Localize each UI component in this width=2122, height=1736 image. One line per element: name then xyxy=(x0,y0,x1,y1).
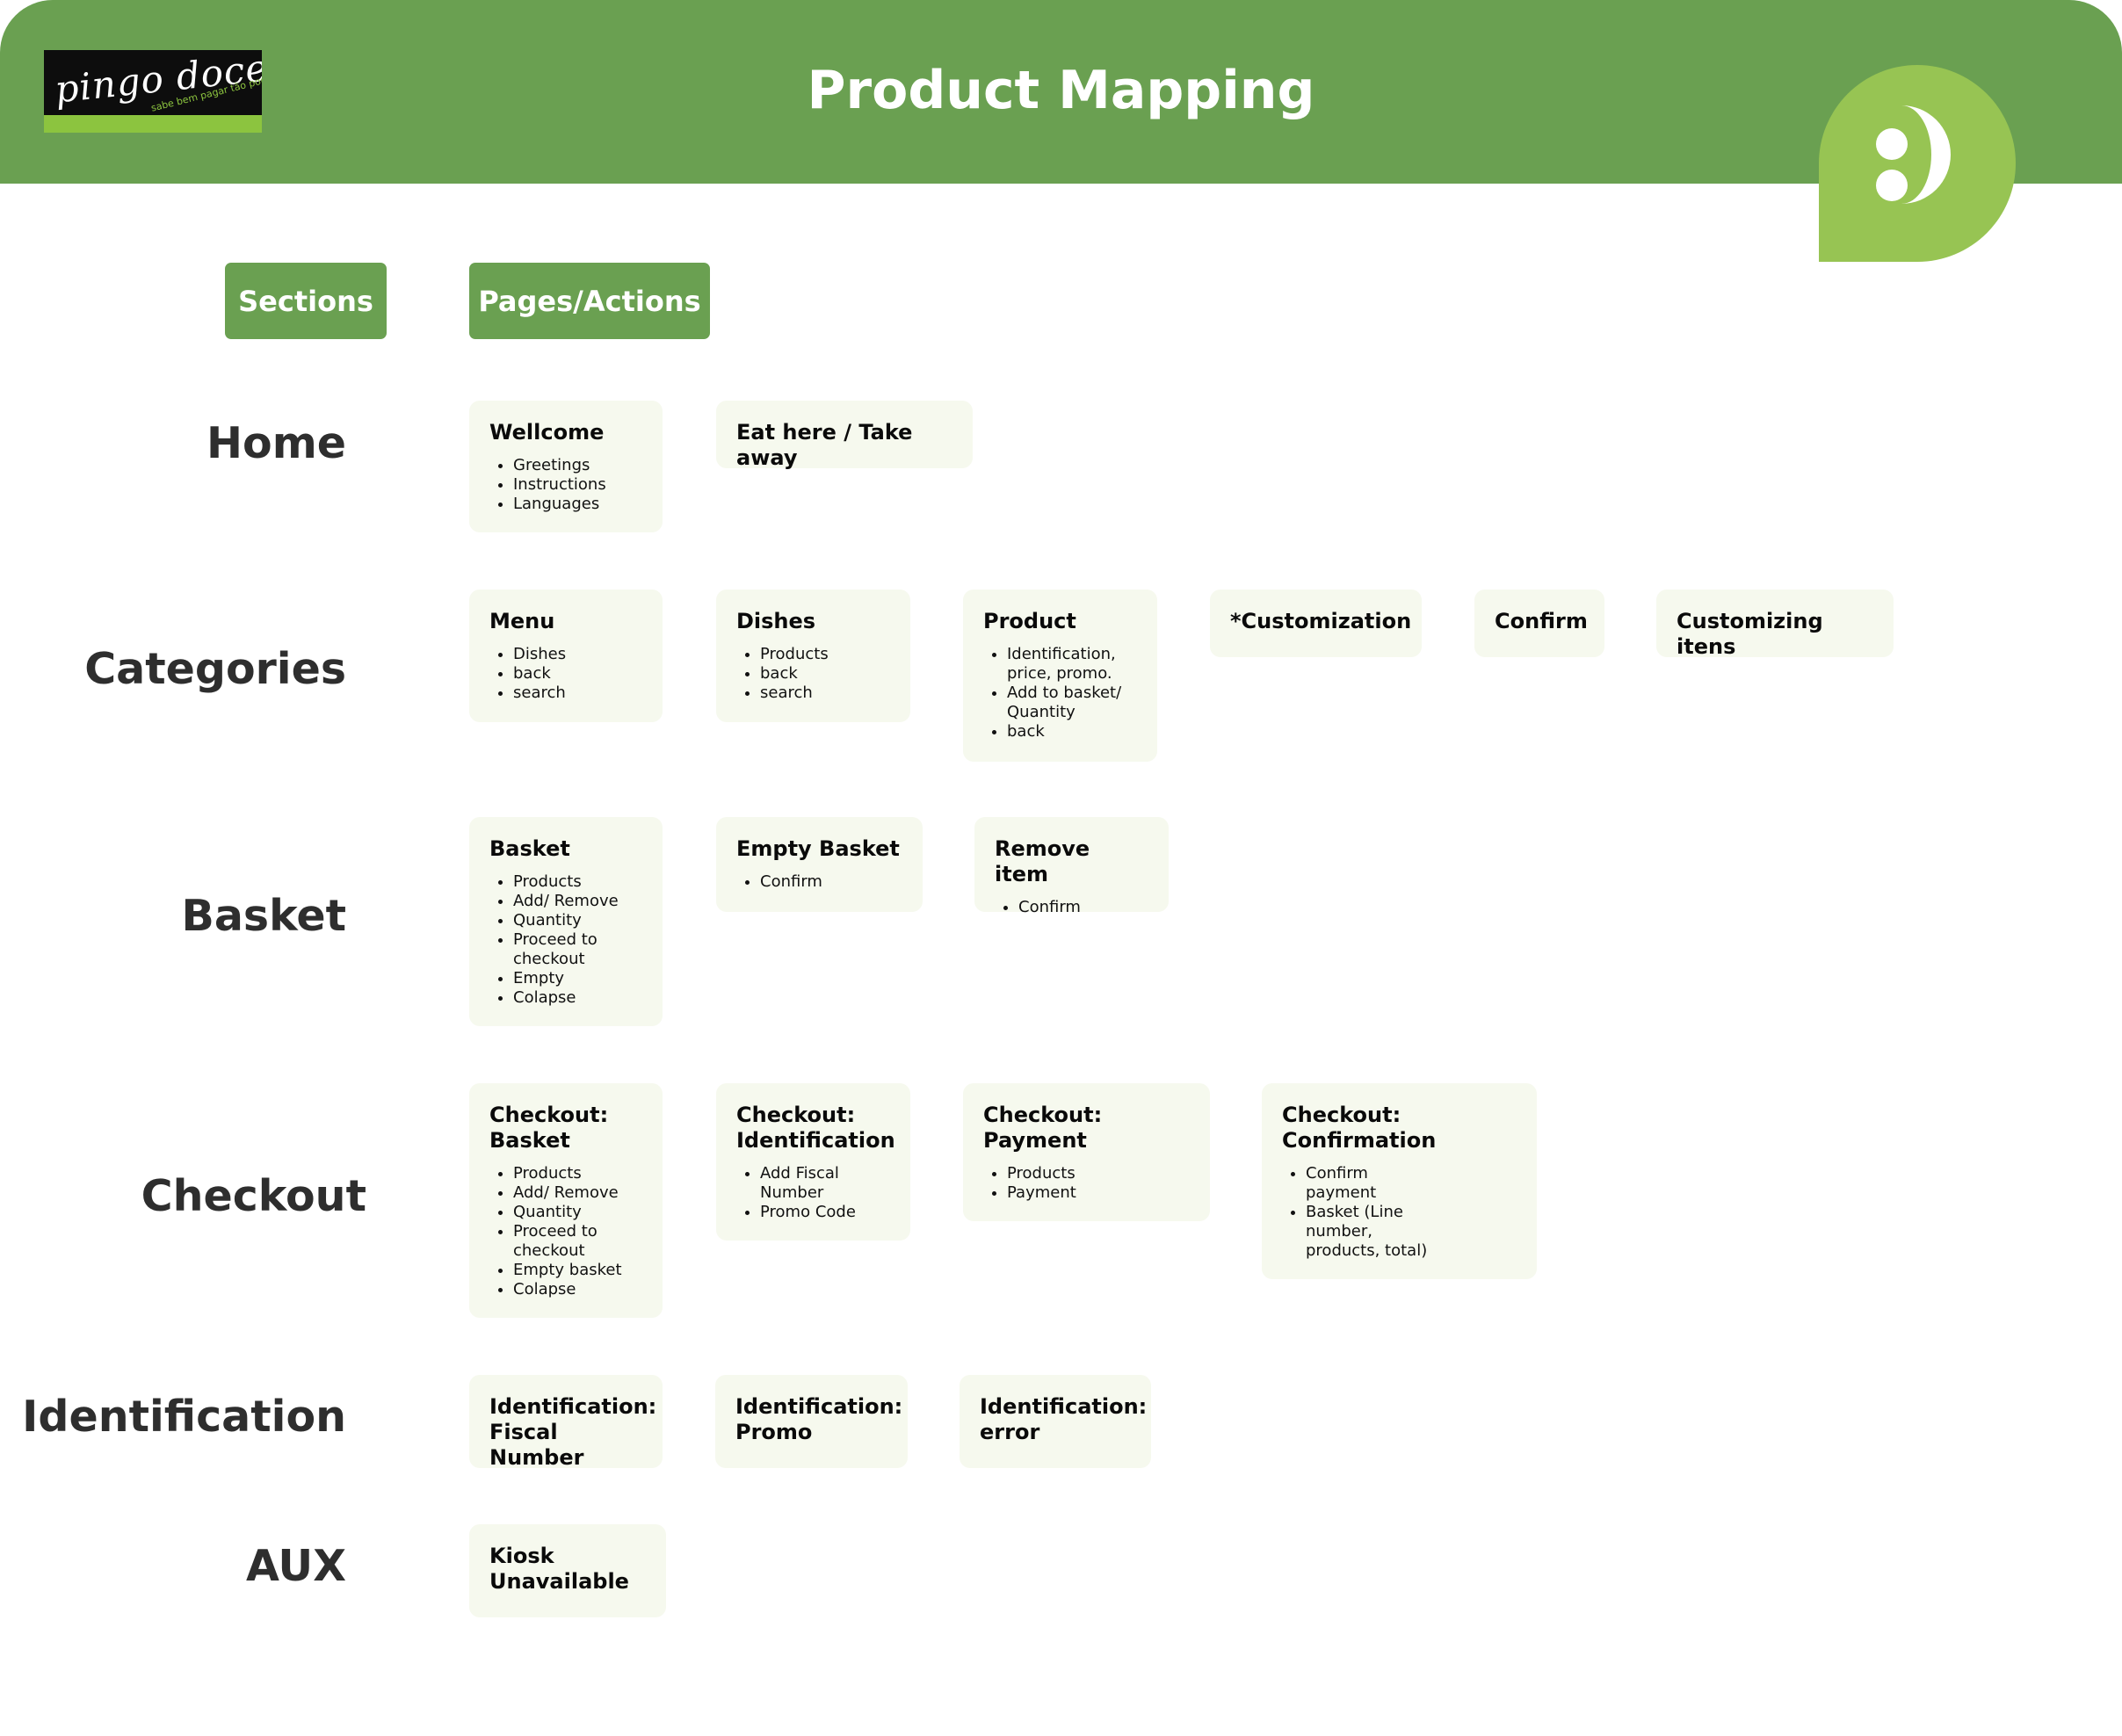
pingo-doce-logo: pingo doce sabe bem pagar tão pouco xyxy=(44,50,262,133)
page-card: Wellcome Greetings Instructions Language… xyxy=(469,401,663,532)
card-title: Basket xyxy=(489,836,570,861)
page-card: Customizing itens xyxy=(1656,590,1894,659)
card-action-item: Proceed to checkout xyxy=(513,930,643,969)
page-card: Checkout: Confirmation Confirm payment B… xyxy=(1262,1083,1537,1279)
card-action-item: Add/ Remove xyxy=(513,892,643,911)
card-action-item: Confirm xyxy=(1018,898,1149,917)
card-actions-list: Confirm xyxy=(995,898,1149,917)
card-title: Kiosk Unavailable xyxy=(489,1544,629,1594)
card-title: Customizing itens xyxy=(1677,609,1823,659)
section-label-checkout: Checkout xyxy=(141,1171,366,1221)
smiley-mouth-icon xyxy=(1891,105,1951,204)
sections-column-header: Sections xyxy=(225,263,387,339)
card-action-item: Add Fiscal Number xyxy=(760,1164,891,1203)
page-card: Checkout: Identification Add Fiscal Numb… xyxy=(716,1083,910,1241)
card-title: Confirm xyxy=(1495,609,1588,633)
card-action-item: back xyxy=(1007,722,1138,741)
section-label-identification: Identification xyxy=(22,1392,346,1442)
page-card: Menu Dishes back search xyxy=(469,590,663,722)
card-action-item: Payment xyxy=(1007,1183,1191,1203)
page-card: *Customization xyxy=(1210,590,1422,657)
card-actions-list: Products Add/ Remove Quantity Proceed to… xyxy=(489,1164,643,1299)
card-title: Dishes xyxy=(736,609,816,633)
card-actions-list: Products Payment xyxy=(983,1164,1191,1203)
card-action-item: Instructions xyxy=(513,475,643,495)
page-card: Confirm xyxy=(1474,590,1604,657)
card-action-item: Add/ Remove xyxy=(513,1183,643,1203)
header-bar xyxy=(0,0,2122,184)
section-label-categories: Categories xyxy=(84,644,346,694)
card-actions-list: Products back search xyxy=(736,645,891,703)
card-title: Checkout: Basket xyxy=(489,1103,609,1153)
card-action-item: Products xyxy=(760,645,891,664)
card-action-item: Dishes xyxy=(513,645,643,664)
card-action-item: Products xyxy=(1007,1164,1191,1183)
section-label-home: Home xyxy=(206,418,346,468)
card-title: *Customization xyxy=(1230,609,1412,633)
card-title: Identification: Fiscal Number xyxy=(489,1394,657,1470)
section-label-basket: Basket xyxy=(181,891,346,941)
card-action-item: Add to basket/ Quantity xyxy=(1007,684,1138,722)
card-title: Checkout: Payment xyxy=(983,1103,1103,1153)
card-action-item: Languages xyxy=(513,495,643,514)
card-actions-list: Greetings Instructions Languages xyxy=(489,456,643,514)
card-action-item: Quantity xyxy=(513,1203,643,1222)
card-action-item: search xyxy=(513,684,643,703)
card-action-item: Confirm xyxy=(760,872,903,892)
card-actions-list: Dishes back search xyxy=(489,645,643,703)
card-actions-list: Add Fiscal Number Promo Code xyxy=(736,1164,891,1222)
card-title: Eat here / Take away xyxy=(736,420,913,470)
card-title: Checkout: Confirmation xyxy=(1282,1103,1437,1153)
page-card: Checkout: Payment Products Payment xyxy=(963,1083,1210,1221)
section-label-aux: AUX xyxy=(246,1541,346,1591)
page-card: Remove item Confirm xyxy=(974,817,1169,916)
card-title: Checkout: Identification xyxy=(736,1103,895,1153)
page-card: Basket Products Add/ Remove Quantity Pro… xyxy=(469,817,663,1026)
card-action-item: Empty xyxy=(513,969,643,988)
card-action-item: Basket (Line number, products, total) xyxy=(1306,1203,1438,1261)
card-action-item: Products xyxy=(513,872,643,892)
card-action-item: Identification, price, promo. xyxy=(1007,645,1138,684)
page-card: Eat here / Take away xyxy=(716,401,973,470)
card-title: Identification: error xyxy=(980,1394,1148,1444)
card-title: Identification: Promo xyxy=(735,1394,903,1444)
card-action-item: Proceed to checkout xyxy=(513,1222,643,1261)
page-card: Kiosk Unavailable xyxy=(469,1524,666,1617)
card-title: Product xyxy=(983,609,1076,633)
card-action-item: Confirm payment xyxy=(1306,1164,1438,1203)
page-card: Identification: Fiscal Number xyxy=(469,1375,663,1470)
card-actions-list: Products Add/ Remove Quantity Proceed to… xyxy=(489,872,643,1008)
card-action-item: back xyxy=(760,664,891,684)
logo-green-band xyxy=(44,115,262,133)
card-action-item: Greetings xyxy=(513,456,643,475)
page-card: Identification: Promo xyxy=(715,1375,908,1468)
page-card: Product Identification, price, promo. Ad… xyxy=(963,590,1157,762)
card-action-item: Empty basket xyxy=(513,1261,643,1280)
card-action-item: Promo Code xyxy=(760,1203,891,1222)
card-action-item: search xyxy=(760,684,891,703)
card-title: Wellcome xyxy=(489,420,605,445)
card-actions-list: Identification, price, promo. Add to bas… xyxy=(983,645,1138,741)
card-action-item: Quantity xyxy=(513,911,643,930)
card-action-item: back xyxy=(513,664,643,684)
page-title: Product Mapping xyxy=(807,60,1315,121)
page-card: Empty Basket Confirm xyxy=(716,817,923,912)
card-actions-list: Confirm payment Basket (Line number, pro… xyxy=(1282,1164,1438,1261)
card-actions-list: Confirm xyxy=(736,872,903,892)
card-title: Empty Basket xyxy=(736,836,900,861)
card-action-item: Products xyxy=(513,1164,643,1183)
card-action-item: Colapse xyxy=(513,988,643,1008)
page-card: Checkout: Basket Products Add/ Remove Qu… xyxy=(469,1083,663,1318)
smiley-icon xyxy=(1819,65,2016,262)
pages-actions-column-header: Pages/Actions xyxy=(469,263,710,339)
card-action-item: Colapse xyxy=(513,1280,643,1299)
card-title: Menu xyxy=(489,609,555,633)
page-card: Dishes Products back search xyxy=(716,590,910,722)
card-title: Remove item xyxy=(995,836,1090,886)
page-card: Identification: error xyxy=(960,1375,1151,1468)
